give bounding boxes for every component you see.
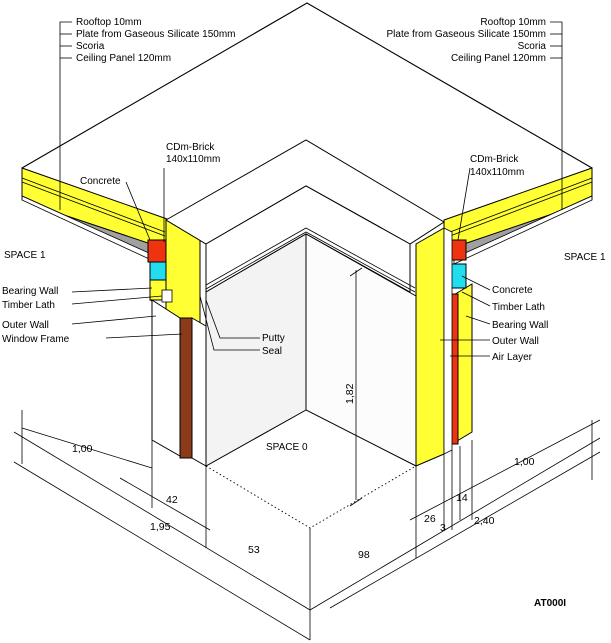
right-roof-layer-line-2 [449,181,593,237]
beam-seal-line-2 [205,231,416,293]
right-layer-label: Ceiling Panel 120mm [451,53,546,64]
left-brick-size-label: 140x110mm [166,154,220,165]
right-26-dimension: 26 [424,513,436,525]
right-brick-label: CDm-Brick [470,154,519,165]
dimension-lines [13,267,601,641]
center-beam [165,139,445,293]
left-concrete-label: Concrete [80,176,121,187]
left-window-frame-label: Window Frame [2,334,70,345]
space-0-label: SPACE 0 [266,442,308,453]
putty-label: Putty [262,333,285,344]
right-3-dimension: 3 [440,522,446,534]
left-space-label: SPACE 1 [4,250,46,261]
left-wall-return [191,317,207,467]
height-dimension: 1,82 [344,383,356,404]
left-roof-layer-line-2 [21,181,166,237]
drawing-code: AT000I [534,598,566,609]
right-outer-wall-label: Outer Wall [492,336,539,347]
left-layer-labels: Rooftop 10mm Plate from Gaseous Silicate… [76,17,236,64]
left-wall-column [147,219,201,459]
right-bearing-wall-label: Bearing Wall [492,320,548,331]
bottom-53-dimension: 53 [248,544,260,556]
right-layer-labels: Rooftop 10mm Plate from Gaseous Silicate… [386,17,546,64]
left-layer-label: Scoria [76,41,105,52]
beam-seal-line [205,227,416,289]
right-air-layer [443,227,453,455]
left-wall-lower [151,299,207,467]
right-air-layer-label: Air Layer [492,352,533,363]
right-14-dimension: 14 [456,492,468,504]
left-roof-layer-line [21,177,166,233]
left-top-dimension: 1,00 [72,443,93,455]
left-timber-lath-label: Timber Lath [2,300,55,311]
right-brick-size-label: 140x110mm [470,167,524,178]
left-brick-label: CDm-Brick [166,142,215,153]
left-outer-wall-label: Outer Wall [2,320,49,331]
left-timber-lath [161,289,173,303]
inner-corner [205,233,417,529]
left-window-frame [179,317,193,459]
floor-hidden-edge [205,465,417,529]
right-top-dimension: 1,00 [514,456,535,468]
roof-outline [21,2,593,169]
left-42-dimension: 42 [166,494,178,506]
right-outer-wall [415,227,445,467]
right-wall-column [415,227,473,467]
left-concrete [147,239,167,263]
right-space-label: SPACE 1 [564,252,606,263]
left-layer-label: Plate from Gaseous Silicate 150mm [76,29,236,40]
left-roof-slab [21,167,171,265]
right-timber-lath-label: Timber Lath [492,302,545,313]
right-concrete-label: Concrete [492,285,533,296]
left-195-dimension: 1,95 [150,521,171,533]
right-layer-label: Rooftop 10mm [480,17,546,28]
right-240-dimension: 2,40 [474,515,495,527]
left-layer-label: Rooftop 10mm [76,17,142,28]
right-layer-label: Plate from Gaseous Silicate 150mm [386,29,546,40]
seal-label: Seal [262,346,282,357]
left-layer-label: Ceiling Panel 120mm [76,53,171,64]
right-roof-layer-line [449,177,593,233]
leader-lines [59,21,563,357]
right-layer-label: Scoria [518,41,547,52]
bottom-98-dimension: 98 [358,549,370,561]
right-roof-slab [443,167,593,265]
left-bearing-wall-label: Bearing Wall [2,286,58,297]
left-wall-lower-face [151,299,181,457]
